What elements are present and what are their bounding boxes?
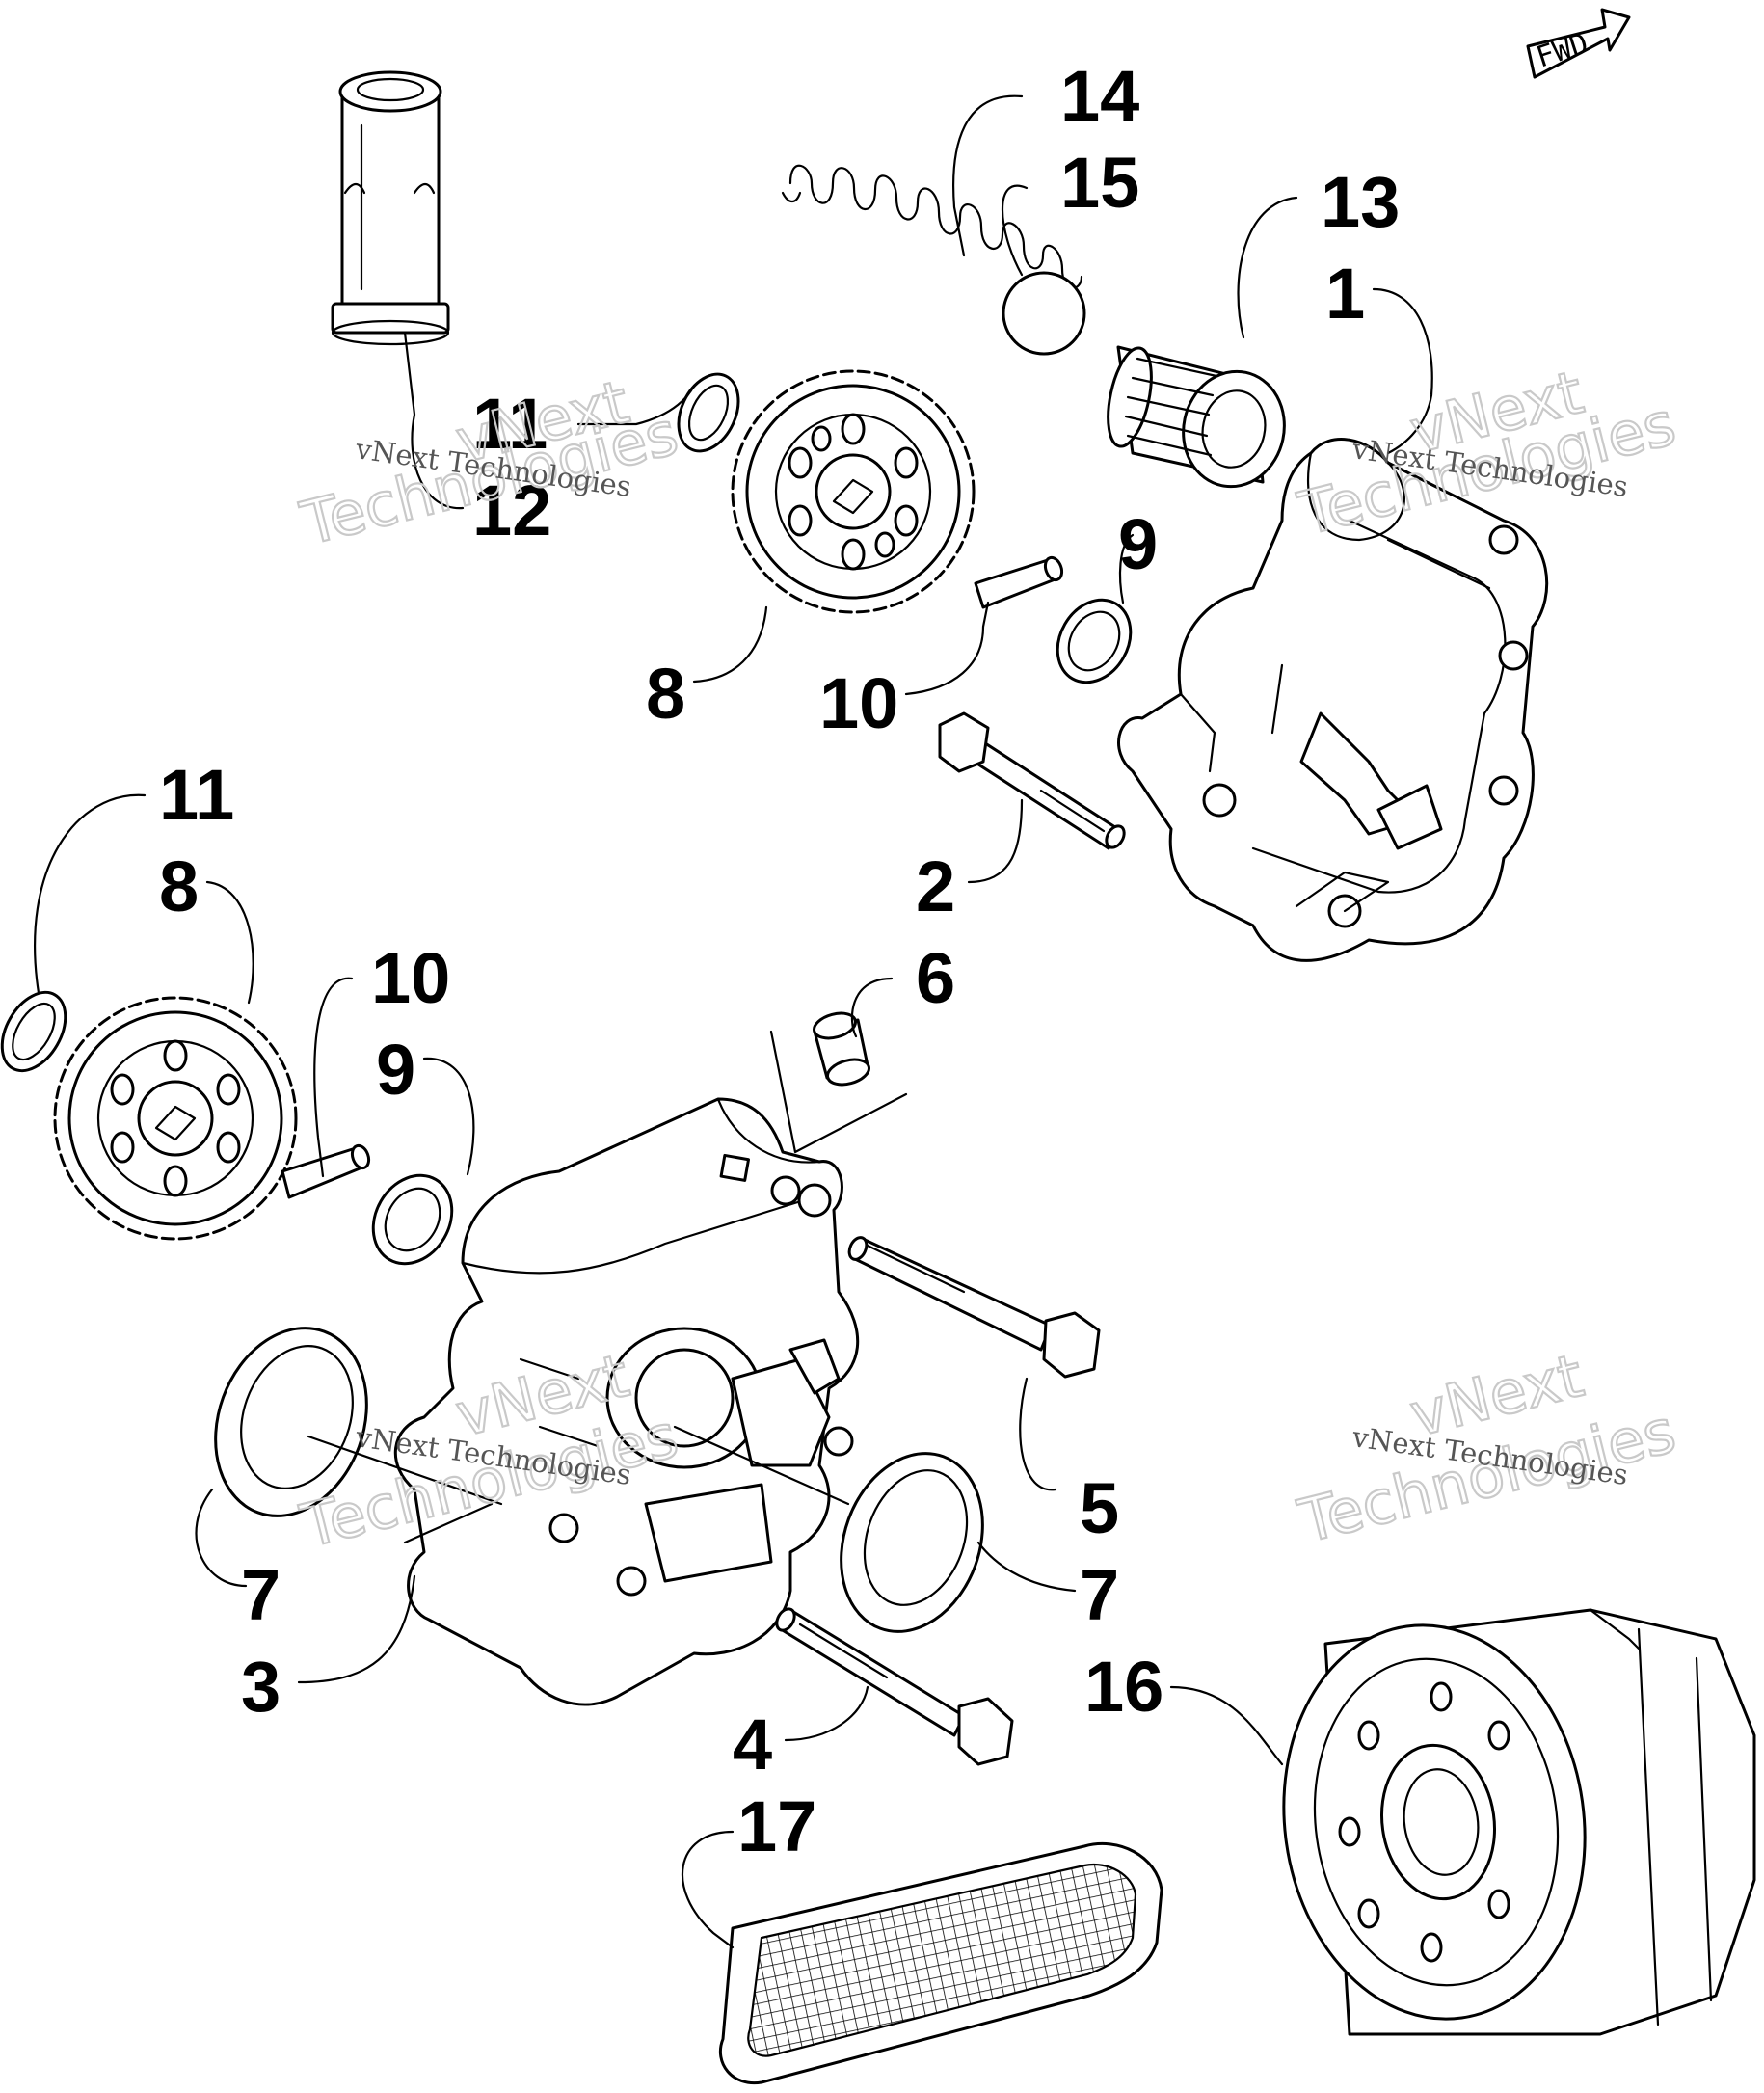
- callout-10-left: 10: [371, 938, 450, 1018]
- callout-5: 5: [1080, 1468, 1119, 1548]
- relief-spring-part: [781, 164, 1083, 289]
- relief-valve-sleeve-part: [1107, 345, 1286, 489]
- callout-1: 1: [1325, 254, 1365, 334]
- washer-part-top: [1056, 598, 1133, 684]
- callout-9-left: 9: [376, 1030, 415, 1110]
- callout-7-left: 7: [241, 1555, 281, 1635]
- callout-8-top: 8: [646, 654, 685, 734]
- watermark-4: vNext Technologies vNext Technologies: [1291, 1339, 1683, 1558]
- drive-gear-part-top: [731, 369, 976, 614]
- callout-13: 13: [1321, 162, 1400, 242]
- callout-11-left: 11: [159, 755, 234, 835]
- oil-pipe-part: [331, 70, 450, 346]
- callout-9-top: 9: [1118, 504, 1158, 584]
- callout-8-left: 8: [159, 846, 199, 926]
- callout-15: 15: [1060, 143, 1139, 223]
- callout-numbers: 14 15 13 1 11 12 9 8 10 2 11 8 10 9 6 5 …: [159, 56, 1400, 1866]
- oil-pump-assembly-part: [1117, 438, 1549, 962]
- callout-11-top: 11: [472, 384, 548, 464]
- drive-gear-part-left: [53, 996, 298, 1241]
- oil-pump-body-part: [393, 1097, 860, 1706]
- forward-label: FWD: [1533, 27, 1592, 75]
- callout-10-top: 10: [819, 663, 898, 743]
- callout-3: 3: [241, 1647, 281, 1727]
- relief-ball-part: [1002, 271, 1086, 356]
- callout-12: 12: [472, 470, 551, 550]
- oil-strainer-part: [718, 1841, 1163, 2085]
- oil-seal-part-left: [214, 1327, 503, 1517]
- callout-17: 17: [737, 1786, 816, 1866]
- forward-arrow-icon: FWD: [1526, 8, 1631, 79]
- washer-part-left: [371, 1173, 454, 1266]
- callout-7-right: 7: [1080, 1555, 1119, 1635]
- short-bolt-part: [775, 1607, 1014, 1766]
- drive-pin-part-left: [281, 1143, 371, 1199]
- dowel-pin-part: [769, 1011, 908, 1154]
- callout-6: 6: [916, 938, 955, 1018]
- callout-14: 14: [1060, 56, 1139, 136]
- pump-bolt-part: [938, 711, 1126, 850]
- oil-seal-part-right: [673, 1425, 984, 1633]
- long-bolt-part: [847, 1236, 1101, 1379]
- callout-16: 16: [1084, 1647, 1163, 1727]
- leader-lines: [34, 94, 1433, 1949]
- snap-ring-part-top: [677, 372, 740, 453]
- oil-filter-part: [1282, 1608, 1756, 2036]
- drive-pin-part-top: [974, 555, 1064, 609]
- snap-ring-part-left: [0, 990, 67, 1073]
- callout-2: 2: [916, 846, 955, 926]
- callout-4: 4: [733, 1704, 772, 1784]
